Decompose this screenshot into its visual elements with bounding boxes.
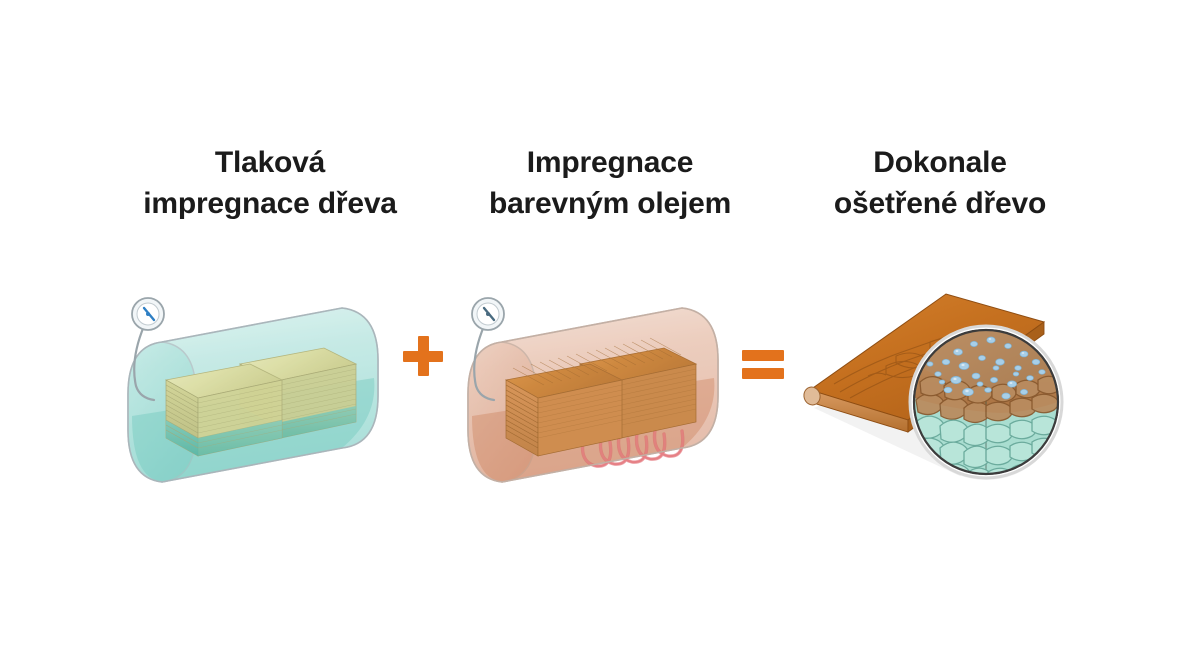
step-1-illustration (110, 268, 400, 488)
glass-highlight (128, 308, 378, 482)
step-3-illustration (790, 280, 1090, 490)
cross-section-magnifier (908, 324, 1064, 480)
vessel-outline (467, 307, 719, 483)
step-1-title: Tlaková impregnace dřeva (143, 146, 397, 221)
wood-stack-front (504, 353, 624, 457)
wood-stack-group (504, 337, 698, 457)
oil-autoclave-svg (467, 297, 719, 483)
vessel-outline (127, 307, 379, 483)
step-2-title: Impregnace barevným olejem (488, 146, 732, 221)
equals-operator (742, 350, 784, 379)
equals-top-bar (742, 350, 784, 361)
plank-end-cap (803, 386, 821, 406)
finished-plank-svg (803, 293, 1064, 480)
step-2-illustration (450, 268, 740, 488)
heating-coil (580, 422, 685, 468)
pressure-gauge (471, 297, 505, 402)
glass-highlight (468, 308, 718, 482)
equals-bottom-bar (742, 368, 784, 379)
plus-operator (403, 336, 443, 376)
pressure-gauge (131, 297, 165, 402)
oil-droplets (926, 336, 1046, 400)
wood-stack-group (164, 347, 358, 457)
pressure-autoclave-svg (127, 297, 379, 483)
step-3-title: Dokonale ošetřené dřevo (833, 146, 1047, 221)
wood-stack-front (164, 363, 284, 457)
plus-vertical-bar (417, 336, 429, 376)
